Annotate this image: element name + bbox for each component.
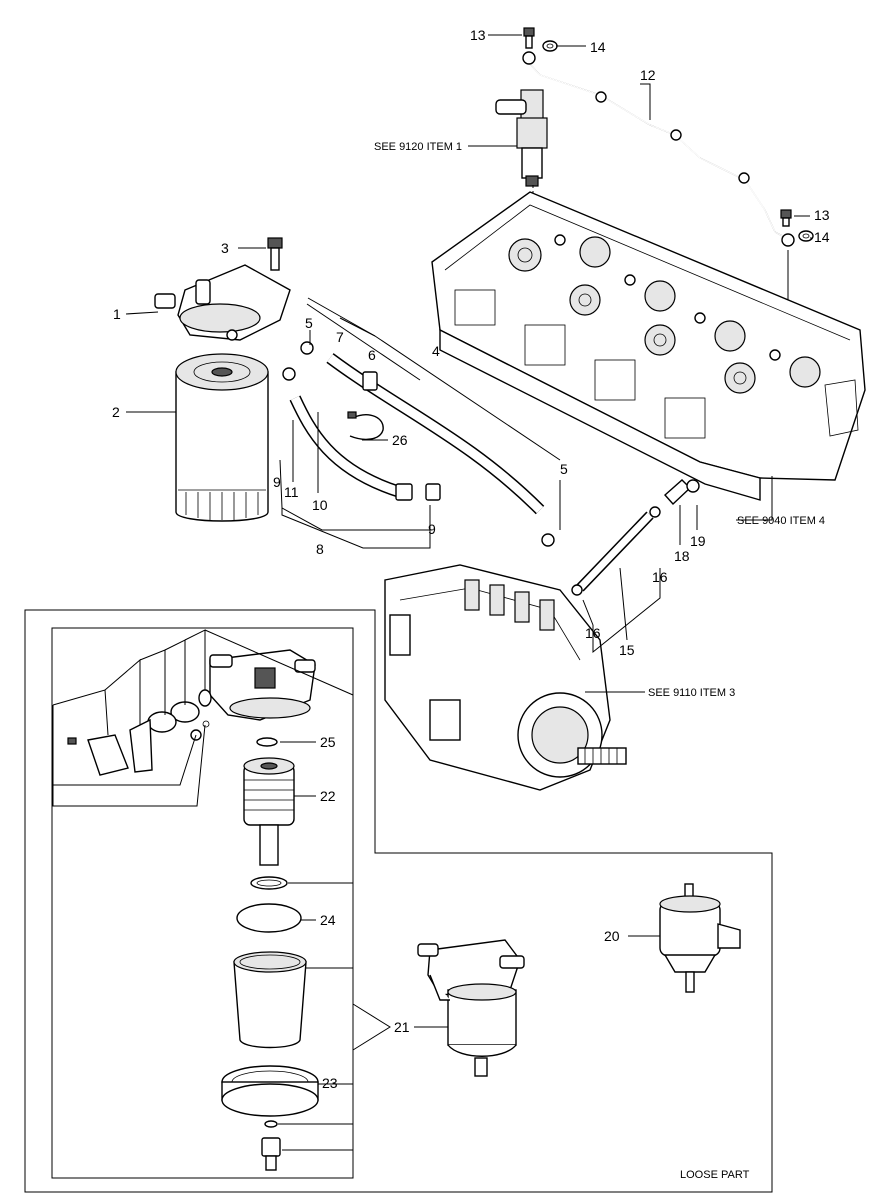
return-fitting (664, 479, 700, 506)
injection-pump (384, 564, 627, 791)
inset-o-ring-top (256, 737, 278, 747)
callout-8: 8 (316, 541, 324, 557)
callout-26: 26 (392, 432, 408, 448)
callout-5-left: 5 (305, 315, 313, 331)
callout-16-right: 16 (652, 569, 668, 585)
callout-13-right: 13 (814, 207, 830, 223)
inset-retaining-ring (221, 1065, 319, 1117)
inset-o-ring-bottom (264, 1120, 278, 1128)
loose-part-note: LOOSE PART (680, 1169, 750, 1181)
callout-13-top: 13 (470, 27, 486, 43)
callout-22: 22 (320, 788, 336, 804)
filter-head-bracket (154, 264, 291, 341)
electric-fuel-pump (659, 883, 741, 993)
leader-lines (52, 34, 812, 1151)
callout-16-left: 16 (585, 625, 601, 641)
inset-gasket (236, 903, 302, 933)
callout-9-right: 9 (428, 521, 436, 537)
ref-cylinder-head: SEE 9040 ITEM 4 (737, 515, 825, 527)
inset-filter-head (209, 649, 316, 721)
ref-injector: SEE 9120 ITEM 1 (374, 141, 462, 153)
callout-6: 6 (368, 347, 376, 363)
callout-3: 3 (221, 240, 229, 256)
callout-9-left: 9 (273, 474, 281, 490)
inset-drain-plug (261, 1137, 281, 1171)
callout-14-right: 14 (814, 229, 830, 245)
hose-clamp (347, 411, 384, 441)
callout-1: 1 (113, 306, 121, 322)
washer-right (798, 230, 814, 242)
callout-11: 11 (284, 484, 299, 500)
inset-filter-bowl (233, 951, 307, 1049)
callout-4: 4 (432, 343, 440, 359)
callout-25: 25 (320, 734, 336, 750)
cylinder-head (431, 191, 866, 501)
hose-filter-to-pump (289, 395, 441, 501)
hose-return-to-head (576, 511, 654, 592)
ref-pump: SEE 9110 ITEM 3 (648, 687, 735, 699)
callout-23: 23 (322, 1075, 338, 1091)
callout-24: 24 (320, 912, 336, 928)
callout-10: 10 (312, 497, 328, 513)
callout-14-top: 14 (590, 39, 606, 55)
injector-nozzle (495, 89, 548, 187)
callout-15: 15 (619, 642, 635, 658)
leak-off-pipe (527, 61, 791, 241)
banjo-bolt-top (522, 27, 536, 65)
callout-5-right: 5 (560, 461, 568, 477)
callout-7: 7 (336, 329, 344, 345)
banjo-bolt-right (780, 209, 795, 247)
hose-filter-to-return (326, 353, 545, 515)
callout-2: 2 (112, 404, 120, 420)
callout-18: 18 (674, 548, 690, 564)
hose-clips (282, 341, 661, 596)
inset-filter-element (243, 757, 295, 866)
inset-seal-ring (250, 876, 288, 890)
bolt (267, 237, 283, 271)
water-separator-assembly (417, 939, 525, 1077)
fuel-filter-cartridge (175, 353, 269, 522)
callout-20: 20 (604, 928, 620, 944)
callout-19: 19 (690, 533, 706, 549)
callout-21: 21 (394, 1019, 410, 1035)
callouts: 13 14 12 SEE 9120 ITEM 1 3 13 14 1 5 7 6… (112, 27, 830, 1181)
inset-inner-bracket (51, 627, 354, 1179)
callout-12: 12 (640, 67, 656, 83)
inset-frame (24, 609, 773, 1193)
washer-top (542, 40, 558, 52)
